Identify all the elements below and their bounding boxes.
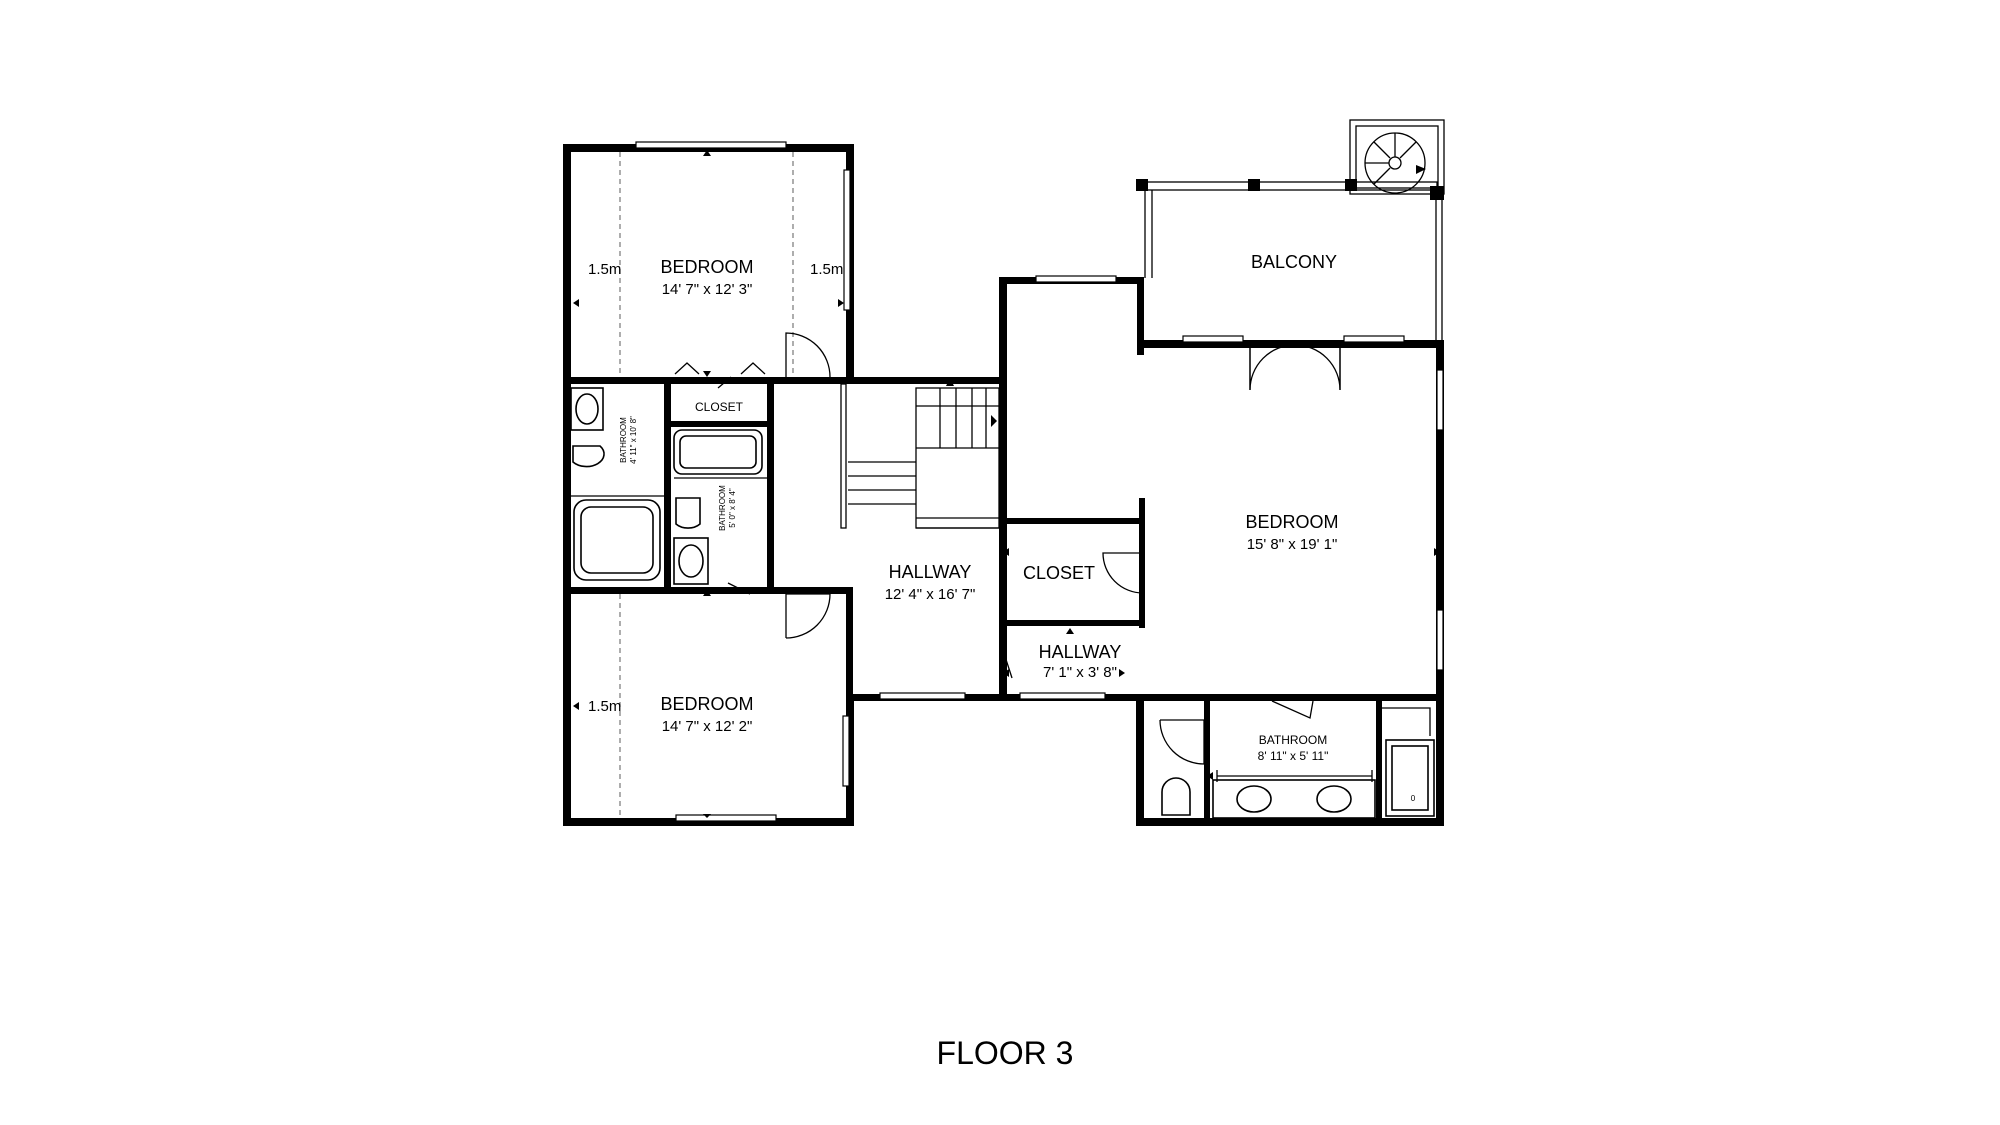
doors <box>674 332 1341 765</box>
hallway-small-name: HALLWAY <box>1039 642 1122 662</box>
bath-mid-size: 5' 0" x 8' 4" <box>728 488 737 528</box>
bath-left-name: BATHROOM <box>619 417 628 463</box>
hallway-small-size: 7' 1" x 3' 8" <box>1043 664 1117 681</box>
bedroom-bottom-name: BEDROOM <box>660 694 753 714</box>
room-labels: BEDROOM 14' 7" x 12' 3" BEDROOM 14' 7" x… <box>588 252 1416 803</box>
bath-left-size: 4' 11" x 10' 8" <box>629 416 638 464</box>
spiral-stair <box>1349 119 1445 195</box>
bath-mid-name: BATHROOM <box>718 485 727 531</box>
height-top-right: 1.5m <box>810 261 843 278</box>
bath-right-name: BATHROOM <box>1259 733 1327 747</box>
bedroom-main-name: BEDROOM <box>1245 512 1338 532</box>
bedroom-bottom-size: 14' 7" x 12' 2" <box>662 718 753 735</box>
windows <box>635 141 1444 822</box>
dimension-markers <box>573 150 1440 818</box>
bedroom-main-size: 15' 8" x 19' 1" <box>1247 536 1338 553</box>
height-top-left: 1.5m <box>588 261 621 278</box>
shower-mark: 0 <box>1411 794 1416 803</box>
ceiling-lines <box>619 152 794 818</box>
staircase <box>840 378 1000 529</box>
hallway-main-name: HALLWAY <box>889 562 972 582</box>
closet-main-name: CLOSET <box>1023 563 1095 583</box>
bath-right-size: 8' 11" x 5' 11" <box>1258 749 1329 763</box>
bedroom-top-size: 14' 7" x 12' 3" <box>662 281 753 298</box>
fixtures <box>570 387 1435 819</box>
bedroom-top-name: BEDROOM <box>660 257 753 277</box>
balcony-railing <box>1144 181 1443 340</box>
floor-label: FLOOR 3 <box>937 1035 1074 1071</box>
closet-small-name: CLOSET <box>695 400 744 414</box>
height-bottom-left: 1.5m <box>588 698 621 715</box>
balcony-name: BALCONY <box>1251 252 1337 272</box>
hallway-main-size: 12' 4" x 16' 7" <box>885 586 976 603</box>
